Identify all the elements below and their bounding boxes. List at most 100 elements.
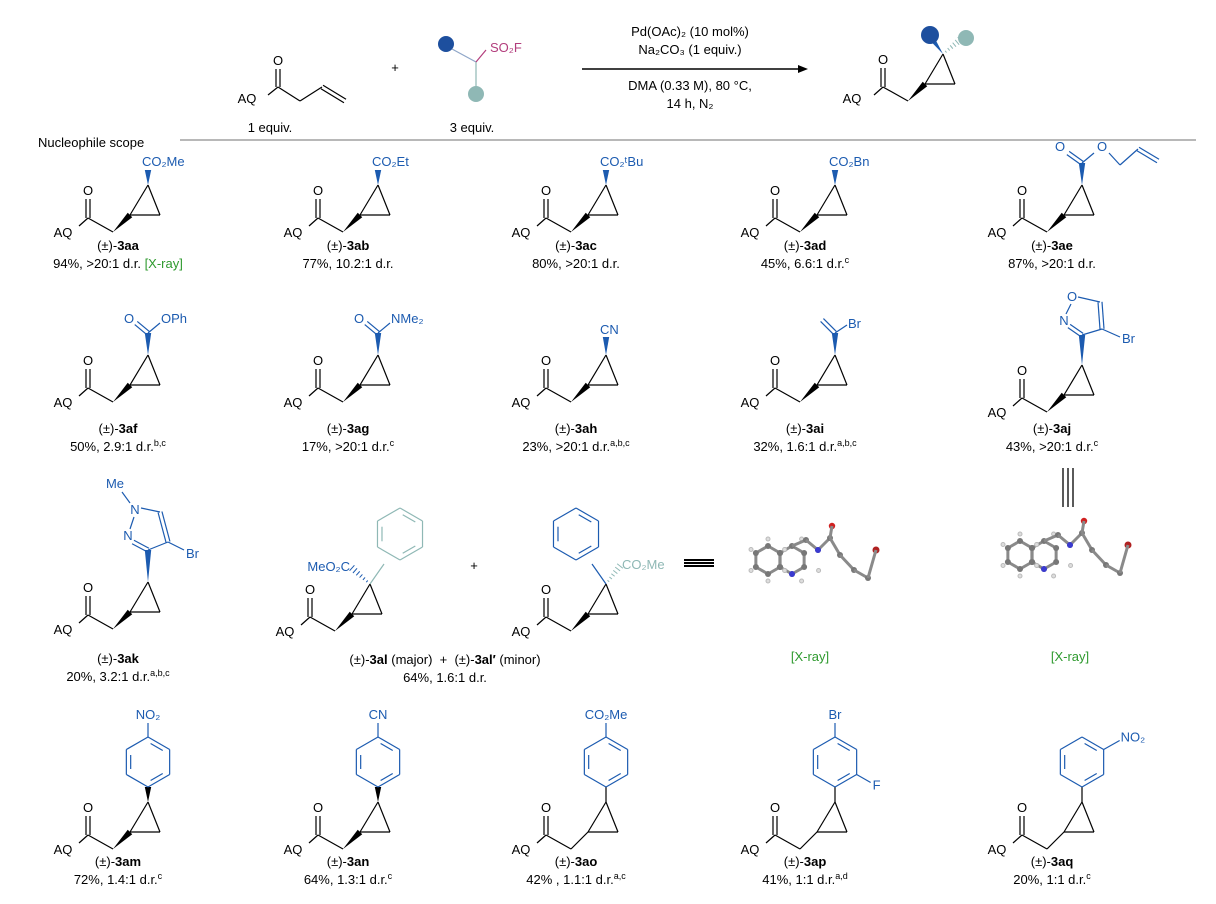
compound-label-3al-pair: (±)-3al (major) + (±)-3al′ (minor): [349, 652, 540, 667]
bond: [816, 354, 836, 386]
electrophile-dot: [958, 30, 974, 46]
bond: [799, 831, 818, 850]
label-prefix: (±)-: [1031, 238, 1051, 253]
bond: [317, 834, 344, 850]
bond: [320, 88, 345, 104]
compound-id: 3ae: [1051, 238, 1073, 253]
bond: [828, 537, 842, 556]
label-prefix: (±)-: [97, 651, 117, 666]
oxygen-label: O: [770, 353, 780, 368]
hydrogen-atom: [782, 568, 788, 573]
bond: [605, 354, 619, 386]
yield-dr: 23%, >20:1 d.r.a,b,c: [522, 438, 630, 454]
bond: [1081, 328, 1103, 336]
atom-label: O: [1055, 139, 1065, 154]
bond: [1066, 154, 1082, 166]
bond: [399, 507, 423, 522]
bond: [129, 516, 135, 530]
bond: [1101, 301, 1105, 329]
atom-label: O: [273, 53, 283, 68]
atom: [1017, 566, 1023, 572]
hydrogen-atom: [765, 536, 771, 542]
bond: [147, 322, 161, 334]
compound-id: 3am: [115, 854, 141, 869]
bond: [267, 86, 279, 96]
bond: [147, 581, 161, 613]
bond: [536, 387, 547, 397]
footnote-sup: a,d: [835, 871, 848, 881]
footnote-sup: a,c: [614, 871, 627, 881]
compound-label: (±)-3ak: [97, 651, 140, 666]
bond: [1060, 773, 1083, 788]
bond: [317, 217, 344, 233]
major-tag: (major) +: [388, 652, 455, 667]
wedge-bond: [343, 382, 363, 402]
label-prefix: (±)-: [555, 421, 575, 436]
yield-text: 32%, 1.6:1 d.r.: [753, 439, 837, 454]
atom-label: Br: [1122, 331, 1136, 346]
atom-label: Br: [186, 546, 200, 561]
yield-dr: 64%, 1.3:1 d.r.c: [304, 871, 393, 887]
aq-label: AQ: [512, 842, 531, 857]
bond: [1067, 327, 1082, 338]
compound-label: (±)-3ae: [1031, 238, 1073, 253]
footnote-sup: b,c: [154, 438, 167, 448]
bond: [949, 45, 954, 49]
oxygen-label: O: [770, 800, 780, 815]
bond: [873, 86, 884, 96]
bond: [377, 184, 391, 216]
compound-label: (±)-3an: [327, 854, 370, 869]
bond: [356, 773, 379, 788]
hydrogen-atom: [816, 568, 822, 573]
bond: [87, 217, 114, 233]
condition-catalyst: Pd(OAc)₂ (10 mol%): [631, 24, 749, 39]
hydrogen-atom: [782, 547, 788, 552]
label-prefix: (±)-: [786, 421, 806, 436]
aq-label: AQ: [284, 842, 303, 857]
wedge-bond: [113, 212, 133, 232]
nucleophile-dot: [438, 36, 454, 52]
bond: [944, 50, 947, 53]
yield-dr: 41%, 1:1 d.r.a,d: [762, 871, 848, 887]
bond: [317, 387, 344, 403]
bond: [1090, 548, 1108, 567]
wedge-bond: [335, 611, 355, 631]
aq-label: AQ: [741, 395, 760, 410]
bond: [129, 801, 149, 833]
bond: [1012, 834, 1023, 844]
hydrogen-atom: [1017, 573, 1023, 579]
bond: [147, 736, 170, 751]
bond: [1101, 328, 1121, 338]
yield-text: 87%, >20:1 d.r.: [1008, 256, 1096, 271]
yield-text: 43%, >20:1 d.r.: [1006, 439, 1094, 454]
bond: [882, 86, 909, 102]
wedge-bond: [908, 81, 928, 101]
bond: [277, 86, 301, 102]
yield-dr: 20%, 1:1 d.r.c: [1013, 871, 1091, 887]
electrophile-dot: [468, 86, 484, 102]
wedge-bond: [144, 787, 152, 802]
bond: [131, 543, 148, 553]
bond: [1063, 801, 1083, 833]
bond: [587, 354, 607, 386]
bond: [774, 834, 801, 850]
aq-label: AQ: [988, 842, 1007, 857]
xray-structure-3ai: [748, 522, 880, 584]
wedge-bond: [343, 829, 363, 849]
bond: [380, 742, 394, 752]
bond: [1097, 302, 1101, 330]
label-prefix: (±)-: [555, 238, 575, 253]
xray-note: [X-ray]: [145, 256, 183, 271]
atom-label: NO₂: [1121, 730, 1146, 745]
bond: [352, 568, 358, 574]
label-prefix: (±)-: [784, 238, 804, 253]
compound-id: 3ag: [347, 421, 369, 436]
wedge-bond: [374, 170, 382, 185]
bond: [1060, 736, 1083, 751]
bond: [553, 546, 577, 561]
